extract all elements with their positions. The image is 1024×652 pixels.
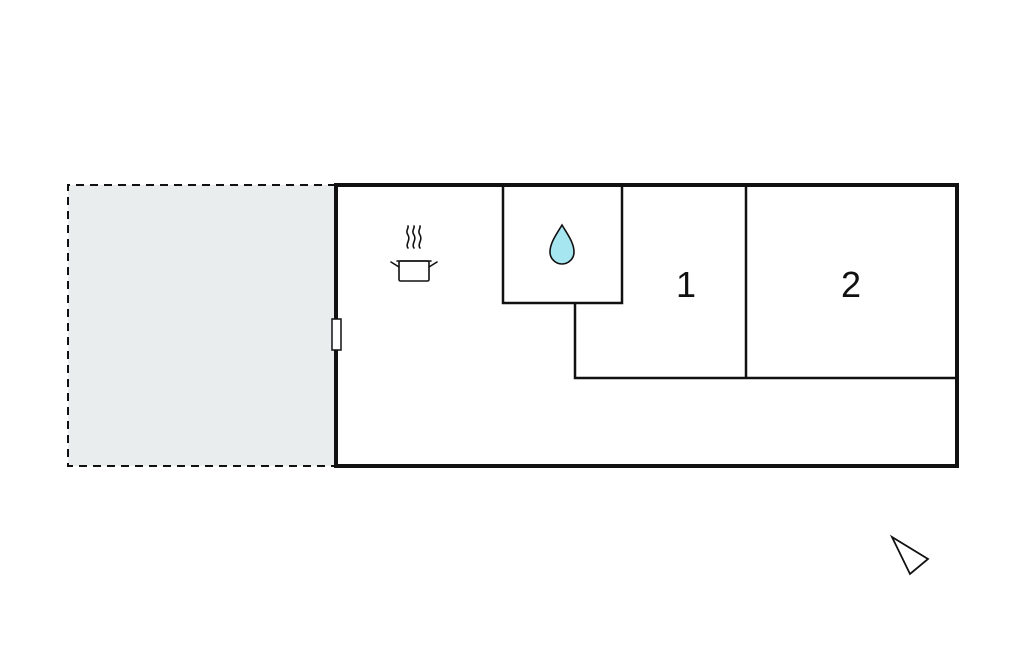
terrace-area bbox=[68, 185, 336, 466]
water-drop-icon bbox=[549, 223, 575, 265]
house-outer-wall bbox=[334, 183, 959, 468]
terrace-door bbox=[331, 318, 342, 351]
bathroom-walls bbox=[501, 183, 624, 305]
room-label-bedroom-1: 1 bbox=[676, 264, 696, 305]
cooking-pot-icon bbox=[390, 225, 438, 282]
corridor-wall bbox=[573, 303, 955, 380]
room-label-bedroom-2: 2 bbox=[841, 264, 861, 305]
north-arrow-icon bbox=[889, 534, 930, 576]
terrace-outline bbox=[67, 184, 336, 467]
